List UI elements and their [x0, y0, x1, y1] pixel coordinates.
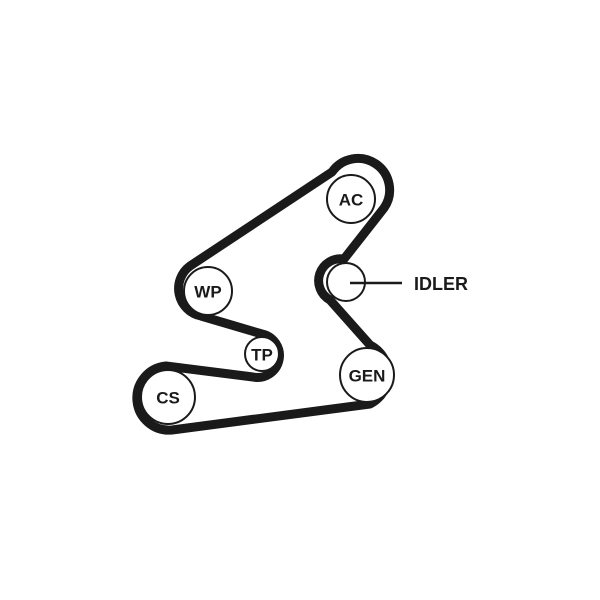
pulley-wp: WP	[183, 266, 233, 316]
idler-callout: IDLER	[350, 274, 468, 294]
pulley-tp-circle	[244, 336, 280, 372]
pulley-wp-circle	[183, 266, 233, 316]
pulley-cs-label: CS	[156, 389, 180, 408]
pulley-tp-label: TP	[251, 346, 273, 365]
idler-callout-label: IDLER	[414, 274, 468, 294]
pulley-cs-circle	[140, 369, 196, 425]
pulley-gen-circle	[339, 347, 395, 403]
serpentine-belt	[132, 153, 395, 435]
pulley-ac-circle	[326, 174, 376, 224]
pulley-tp: TP	[244, 336, 280, 372]
pulley-cs: CS	[140, 369, 196, 425]
pulley-gen: GEN	[339, 347, 395, 403]
pulley-gen-label: GEN	[349, 367, 386, 386]
pulley-ac-label: AC	[339, 191, 364, 210]
pulley-wp-label: WP	[194, 283, 221, 302]
pulley-ac: AC	[326, 174, 376, 224]
